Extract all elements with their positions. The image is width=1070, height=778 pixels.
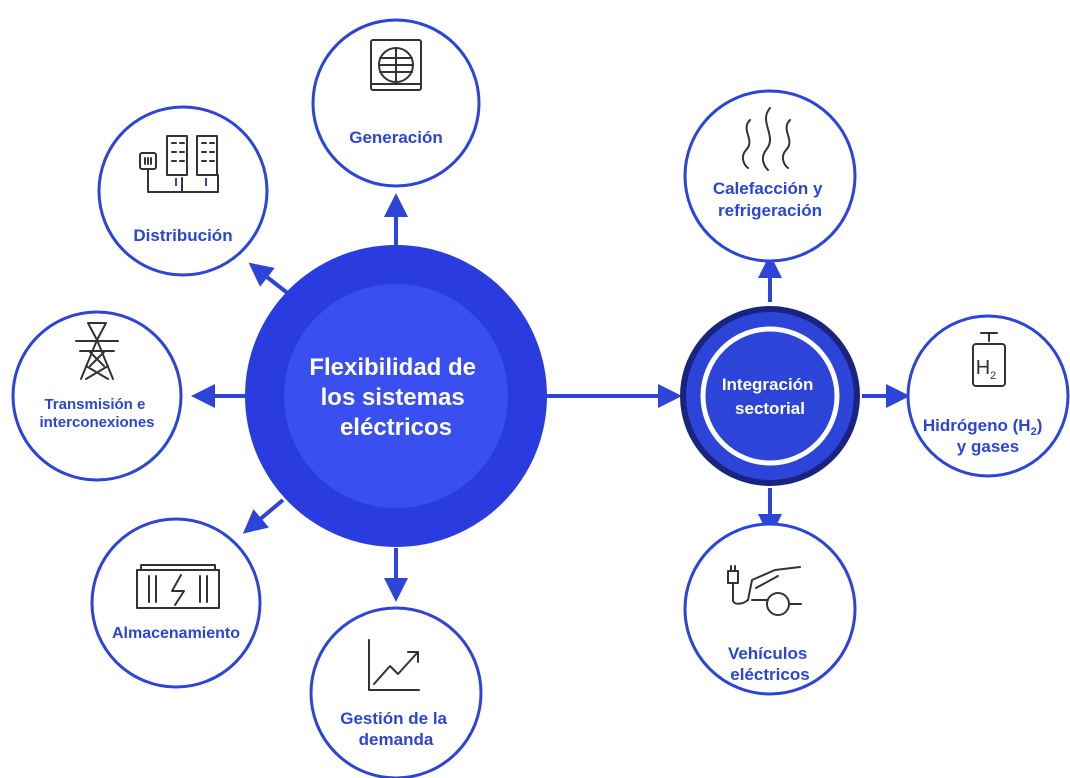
svg-text:Transmisión e interconex: Transmisión e interconexiones: [39, 396, 154, 431]
svg-text:Hidrógeno (H2) y gases: Hidrógeno (H2) y gases: [923, 416, 1047, 456]
node-almacenamiento: Almacenamiento: [90, 517, 262, 689]
distribucion-label: Distribución: [133, 226, 232, 245]
hydrogen-icon-letter: H: [976, 357, 990, 379]
hidrogeno-sub: 2: [1031, 426, 1037, 438]
svg-text:Calefacción y refrigerac: Calefacción y refrigeración: [713, 179, 827, 220]
connector-arrows: [191, 193, 910, 602]
hydrogen-icon-sub: 2: [990, 370, 996, 382]
sector-hub: Integración sectorial: [680, 306, 860, 486]
center-hub: Flexibilidad de los sistemas eléctricos: [245, 245, 547, 547]
calefaccion-line-1: Calefacción y: [713, 179, 823, 198]
almacenamiento-label: Almacenamiento: [112, 625, 240, 642]
center-line-1: Flexibilidad de: [309, 354, 476, 381]
svg-text:H2: H2: [976, 357, 997, 382]
svg-text:Generación: Generación: [349, 128, 443, 147]
arrow-to-distribucion: [248, 262, 292, 297]
svg-text:Gestión de la demanda: Gestión de la demanda: [340, 709, 451, 749]
node-transmision: Transmisión e interconexiones: [11, 310, 183, 482]
vehiculos-line-1: Vehículos: [728, 644, 807, 663]
node-distribucion: Distribución: [97, 105, 269, 277]
electric-car-icon: [727, 565, 802, 616]
generacion-label: Generación: [349, 128, 443, 147]
svg-text:Vehículos eléctricos: Vehículos eléctricos: [728, 644, 812, 684]
hidrogeno-line-2: y gases: [957, 437, 1019, 456]
node-calefaccion: Calefacción y refrigeración: [683, 89, 857, 263]
node-gestion: Gestión de la demanda: [309, 606, 483, 778]
sector-line-1: Integración: [722, 375, 814, 394]
hidrogeno-line-1-post: ): [1037, 416, 1043, 435]
hidrogeno-line-1-pre: Hidrógeno (H: [923, 416, 1031, 435]
svg-text:Distribución: Distribución: [133, 226, 232, 245]
center-line-3: eléctricos: [340, 414, 452, 441]
transmision-line-2: interconexiones: [39, 414, 154, 431]
solar-panel-icon: [370, 39, 422, 91]
sector-line-2: sectorial: [735, 399, 805, 418]
vehiculos-line-2: eléctricos: [730, 665, 809, 684]
transmision-line-1: Transmisión e: [44, 396, 145, 413]
svg-text:Almacenamiento: Almacenamiento: [112, 625, 240, 642]
svg-text:Flexibilidad de los sist: Flexibilidad de los sistemas eléctricos: [309, 354, 482, 441]
hydrogen-tank-icon: [972, 332, 1006, 387]
gestion-line-1: Gestión de la: [340, 709, 447, 728]
gestion-line-2: demanda: [359, 730, 434, 749]
svg-text:Integración sectorial: Integración sectorial: [722, 375, 818, 418]
calefaccion-line-2: refrigeración: [718, 201, 822, 220]
battery-icon: [136, 564, 220, 609]
trend-chart-icon: [368, 639, 420, 691]
arrow-to-almacenamiento: [242, 498, 285, 534]
node-vehiculos: Vehículos eléctricos: [683, 522, 857, 696]
power-tower-icon: [75, 322, 119, 380]
center-line-2: los sistemas: [321, 384, 465, 411]
node-hidrogeno: H2 Hidrógeno (H2) y gases: [906, 314, 1070, 478]
buildings-distribution-icon: [139, 135, 219, 193]
heat-waves-icon: [741, 107, 791, 171]
node-generacion: Generación: [311, 18, 481, 188]
